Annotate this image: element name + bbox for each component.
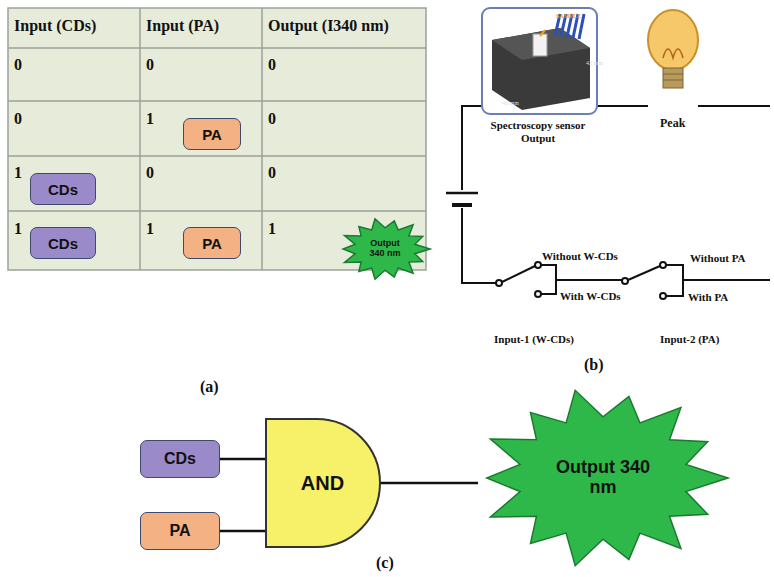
pa-box: PA	[183, 118, 241, 150]
input-label: Input-1 (W-CDs)	[494, 333, 574, 345]
table-cell: 1	[268, 220, 276, 238]
node-text: CDs	[48, 181, 78, 198]
table-cell: 1	[14, 164, 22, 182]
table-header: Input (CDs)	[14, 17, 96, 35]
dimension: 40 mm	[502, 100, 519, 106]
panel-label: (c)	[376, 554, 394, 572]
device-text: SAMPLE	[556, 13, 581, 19]
output-starburst: Output 340 nm	[478, 388, 728, 568]
cds-box: CDs	[30, 173, 96, 205]
connector	[380, 483, 478, 484]
cds-box: CDs	[140, 440, 220, 478]
node-text: Output 340 nm	[541, 458, 666, 498]
table-cell: 0	[268, 110, 276, 128]
pa-box: PA	[140, 512, 220, 550]
table-cell: 0	[146, 164, 154, 182]
table-cell: 0	[14, 56, 22, 74]
table-header: Input (PA)	[146, 17, 219, 35]
cds-box: CDs	[30, 227, 96, 259]
input-label: Input-2 (PA)	[660, 333, 719, 345]
table-cell: 1	[146, 110, 154, 128]
node-text: AND	[301, 472, 344, 495]
output-starburst: Output 340 nm	[340, 218, 430, 280]
switch-label: Without W-CDs	[542, 250, 618, 262]
table-cell: 1	[146, 220, 154, 238]
switch-label: Without PA	[690, 252, 746, 264]
table-cell: 0	[14, 110, 22, 128]
device-label: Spectroscopy sensor Output	[474, 119, 602, 144]
table-cell: 1	[14, 220, 22, 238]
node-text: PA	[202, 235, 222, 252]
and-gate: AND	[265, 418, 380, 548]
dimension: 42 mm	[586, 60, 603, 66]
node-text: CDs	[48, 235, 78, 252]
node-text: PA	[169, 522, 190, 540]
table-cell: 0	[268, 56, 276, 74]
panel-label: (a)	[200, 378, 219, 396]
table-cell: 0	[268, 164, 276, 182]
node-text: CDs	[164, 450, 196, 468]
panel-label: (b)	[584, 356, 604, 374]
table-header: Output (I340 nm)	[268, 17, 389, 35]
table-cell: 0	[146, 56, 154, 74]
switch-label: With W-CDs	[560, 290, 621, 302]
node-text: PA	[202, 126, 222, 143]
connector	[220, 531, 265, 532]
switch-label: With PA	[688, 291, 728, 303]
bulb-label: Peak	[660, 116, 685, 131]
connector	[220, 459, 265, 460]
pa-box: PA	[183, 227, 241, 259]
node-text: Output 340 nm	[363, 239, 408, 259]
